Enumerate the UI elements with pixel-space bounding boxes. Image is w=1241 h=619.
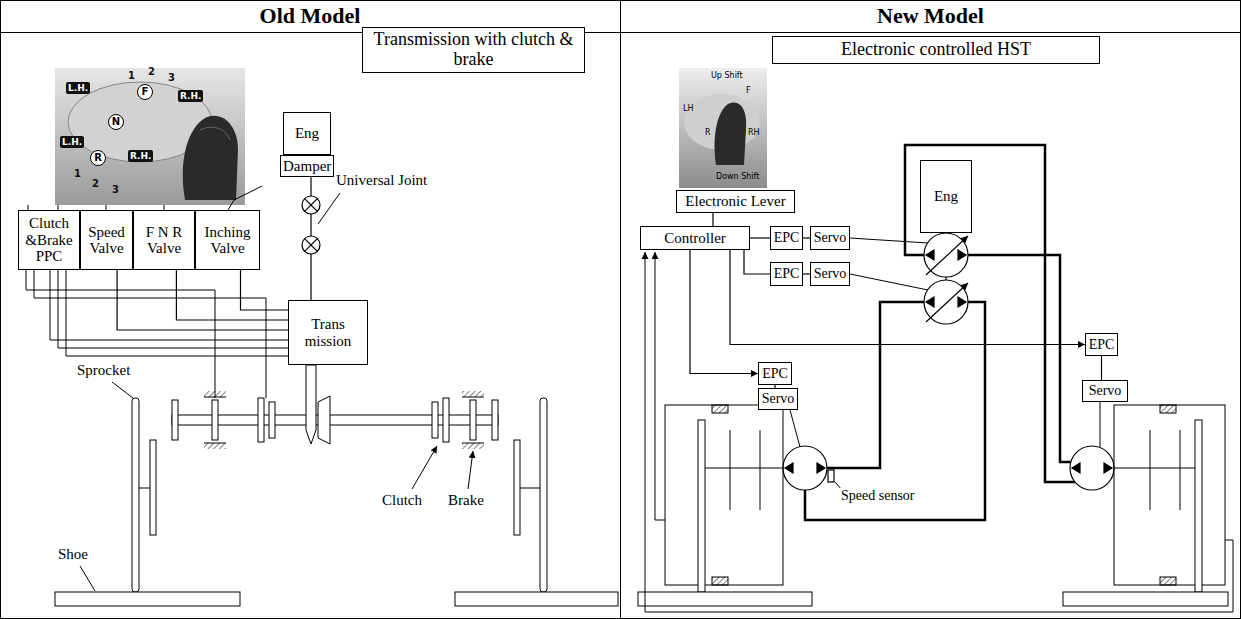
lever-photo — [679, 68, 767, 188]
epc-box: EPC — [770, 226, 803, 250]
ppc-pipes — [26, 270, 288, 398]
node-text: Servo — [1089, 383, 1122, 398]
lever-box: Electronic Lever — [676, 190, 795, 213]
node-text: EPC — [774, 230, 800, 245]
epc-box: EPC — [1085, 333, 1118, 356]
lever-marking: R — [90, 150, 106, 166]
node-text: Electronic Lever — [685, 193, 785, 210]
column-header: New Model — [620, 0, 1241, 32]
damper-box: Damper — [280, 155, 334, 178]
epc-box: EPC — [770, 262, 803, 286]
engine-box: Eng — [920, 160, 972, 233]
node-text: Speed Valve — [83, 224, 130, 257]
lever-marking: R.H. — [128, 150, 153, 162]
lever-marking: F — [137, 84, 153, 100]
servo-box: Servo — [758, 388, 798, 410]
node-text: EPC — [1089, 337, 1115, 352]
connector — [117, 270, 288, 330]
connector — [744, 250, 770, 274]
connector — [803, 237, 810, 238]
title-box: Electronic controlled HST — [772, 36, 1100, 64]
joystick-photo — [55, 68, 245, 205]
node-text: EPC — [762, 366, 788, 381]
node-text: Inching Valve — [198, 224, 257, 257]
lever-marking: L.H. — [60, 136, 84, 148]
connector — [690, 250, 758, 374]
node-text: Trans mission — [291, 316, 365, 349]
connector — [730, 250, 1085, 345]
title-box: Transmission with clutch & brake — [362, 27, 585, 73]
control-linkages — [28, 186, 262, 210]
lever-marking: RH — [748, 128, 760, 137]
node-text: EPC — [774, 266, 800, 281]
lever-marking: N — [108, 114, 124, 130]
node-text: Electronic controlled HST — [841, 40, 1031, 60]
lever-marking: 2 — [92, 178, 99, 189]
part-label: Sprocket — [76, 362, 131, 379]
connector — [712, 213, 713, 226]
final-drives — [638, 405, 1228, 606]
part-label: Clutch — [381, 492, 423, 509]
node-text: Transmission with clutch & brake — [365, 30, 582, 70]
lever-marking: 2 — [148, 66, 155, 77]
servo-box: Servo — [810, 226, 850, 250]
connector — [176, 270, 288, 320]
lever-marking: L.H. — [66, 82, 90, 94]
lever-marking: LH — [683, 104, 693, 113]
drivetrain — [55, 365, 618, 606]
pumps-motors — [783, 233, 1114, 490]
node-text: Servo — [762, 391, 795, 406]
lever-marking: 1 — [74, 168, 81, 179]
node-text: Servo — [814, 266, 847, 281]
lever-marking: 1 — [128, 70, 135, 81]
part-label: Speed sensor — [840, 488, 916, 504]
lever-marking: 3 — [112, 184, 119, 195]
node-text: F N R Valve — [136, 224, 192, 257]
node-text: New Model — [877, 4, 984, 28]
connector — [803, 273, 810, 274]
epc-box: EPC — [758, 362, 792, 385]
feedback-lines — [645, 252, 1233, 612]
lever-marking: F — [746, 86, 751, 95]
part-label: Shoe — [57, 546, 89, 563]
valve-box: Clutch &Brake PPC — [18, 210, 80, 270]
lever-marking: R — [705, 128, 711, 137]
valve-box: Inching Valve — [195, 210, 260, 270]
transmission-box: Trans mission — [288, 300, 368, 365]
valve-box: Speed Valve — [80, 210, 133, 270]
connector — [1101, 356, 1102, 380]
node-text: Controller — [664, 230, 726, 247]
controller-box: Controller — [640, 226, 750, 250]
lever-marking: 3 — [168, 72, 175, 83]
connector — [750, 237, 770, 238]
engine-box: Eng — [283, 112, 331, 155]
valve-box: F N R Valve — [133, 210, 195, 270]
lever-marking: R.H. — [178, 90, 203, 102]
node-text: Damper — [283, 158, 331, 175]
servo-box: Servo — [810, 262, 850, 286]
connector — [241, 270, 289, 310]
hydraulic-lines — [805, 145, 1075, 520]
node-text: Clutch &Brake PPC — [21, 215, 77, 265]
node-text: Eng — [934, 188, 958, 205]
node-text: Servo — [814, 230, 847, 245]
node-text: Eng — [295, 125, 319, 142]
part-label: Universal Joint — [335, 172, 428, 189]
node-text: Old Model — [260, 4, 361, 28]
servo-box: Servo — [1082, 380, 1128, 402]
lever-marking: Up Shift — [711, 71, 743, 80]
lever-marking: Down Shift — [716, 172, 759, 181]
part-label: Brake — [447, 492, 485, 509]
leader-lines — [80, 193, 842, 591]
